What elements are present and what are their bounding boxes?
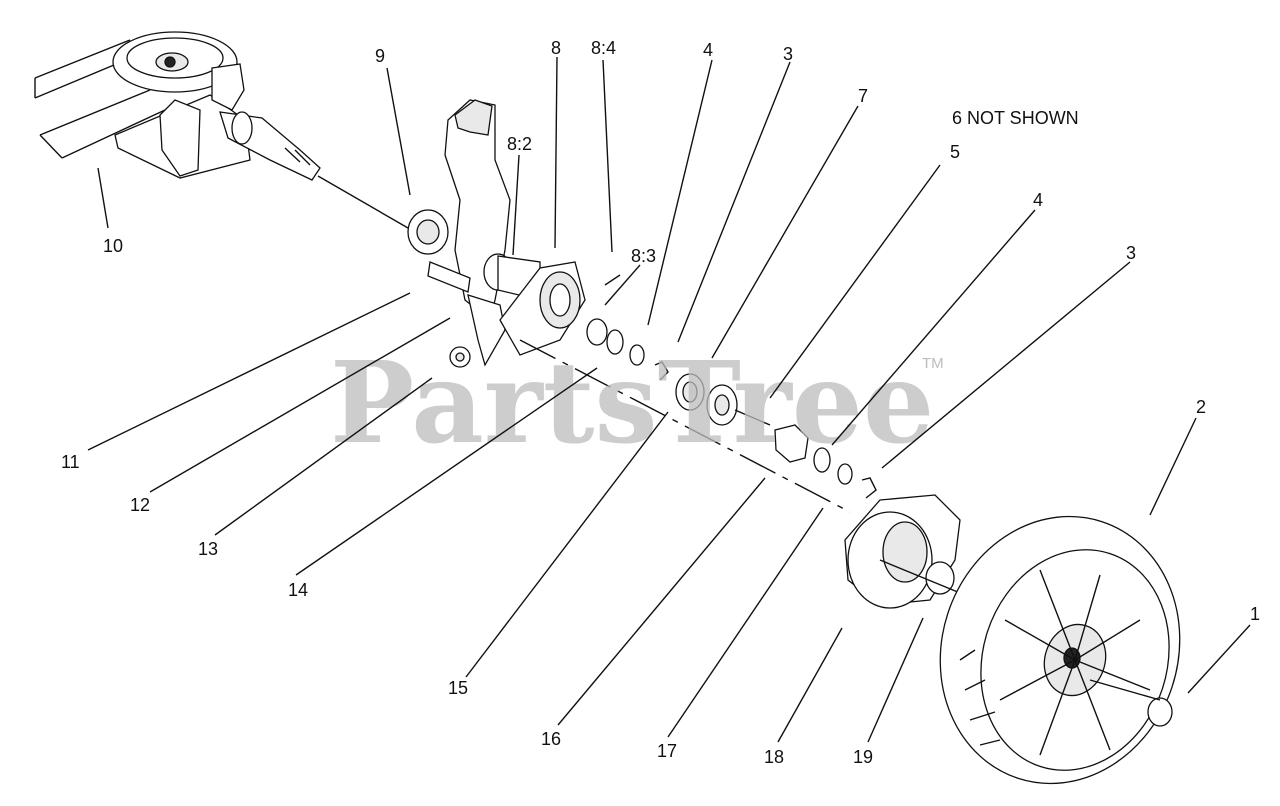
not-shown-note: 6 NOT SHOWN [952, 108, 1079, 128]
callout-14: 14 [288, 580, 308, 600]
callout-18: 18 [764, 747, 784, 767]
callout-4: 4 [703, 40, 713, 60]
callout-1: 1 [1250, 604, 1260, 624]
callout-4b: 4 [1033, 190, 1043, 210]
callout-19: 19 [853, 747, 873, 767]
axle-components [519, 318, 877, 513]
callout-8-3: 8:3 [631, 246, 656, 266]
watermark-trademark: TM [922, 355, 944, 372]
leader-lines [87, 56, 1251, 743]
callout-13: 13 [198, 539, 218, 559]
watermark-text: PartsTree [330, 338, 934, 469]
callout-5: 5 [950, 142, 960, 162]
callout-9: 9 [375, 46, 385, 66]
pivot-plate [499, 261, 621, 356]
callout-labels: 9 8 8:4 4 3 7 6 NOT SHOWN 8:2 5 4 10 8:3… [61, 38, 1260, 767]
callout-11: 11 [61, 452, 80, 472]
callout-16: 16 [541, 729, 561, 749]
watermark: PartsTree TM [330, 338, 944, 469]
callout-12: 12 [130, 495, 150, 515]
callout-15: 15 [448, 678, 468, 698]
callout-2: 2 [1196, 397, 1206, 417]
callout-7: 7 [858, 86, 868, 106]
rear-wheel [939, 515, 1181, 785]
callout-10: 10 [103, 236, 123, 256]
callout-3: 3 [783, 44, 793, 64]
wheel-hub-cover [844, 494, 966, 609]
transmission-assembly [34, 31, 409, 229]
callout-8-2: 8:2 [507, 134, 532, 154]
callout-17: 17 [657, 741, 677, 761]
callout-8-4: 8:4 [591, 38, 616, 58]
callout-8: 8 [551, 38, 561, 58]
callout-3b: 3 [1126, 243, 1136, 263]
